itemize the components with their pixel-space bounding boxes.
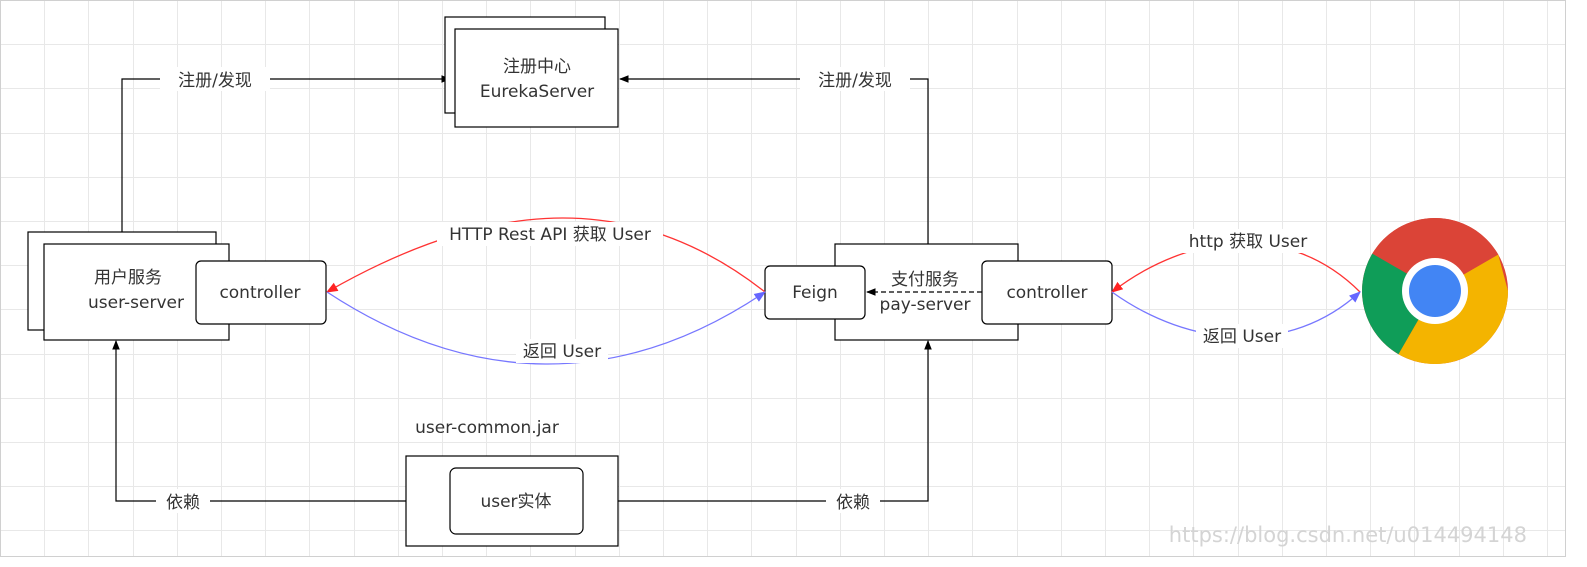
http-request-label: http 获取 User <box>1189 232 1307 252</box>
registry-subtitle: EurekaServer <box>480 82 594 102</box>
user-entity-label: user实体 <box>480 492 551 512</box>
depend-left-connector <box>112 340 406 502</box>
return-user-mid-curve <box>326 291 766 365</box>
http-rest-request-curve <box>325 217 766 293</box>
chrome-icon[interactable] <box>1362 218 1508 364</box>
user-controller-label: controller <box>219 283 300 303</box>
depend-right-connector <box>618 340 932 502</box>
registry-title: 注册中心 <box>503 57 571 77</box>
watermark: https://blog.csdn.net/u014494148 <box>1169 523 1527 547</box>
user-service-subtitle: user-server <box>88 293 184 313</box>
feign-label: Feign <box>792 283 838 303</box>
depend-right-label: 依赖 <box>836 493 870 513</box>
common-jar-node[interactable]: user实体 <box>405 455 619 547</box>
return-user-right-label: 返回 User <box>1203 327 1281 347</box>
user-register-label: 注册/发现 <box>178 71 252 91</box>
pay-controller-label: controller <box>1006 283 1087 303</box>
user-register-connector <box>121 75 451 232</box>
common-jar-label: user-common.jar <box>415 418 559 438</box>
user-service-title: 用户服务 <box>94 268 162 288</box>
pay-service-title: 支付服务 <box>891 270 959 290</box>
pay-register-label: 注册/发现 <box>818 71 892 91</box>
return-user-mid-label: 返回 User <box>523 342 601 362</box>
pay-service-subtitle: pay-server <box>880 295 971 315</box>
diagram-frame <box>0 0 1566 557</box>
http-rest-request-label: HTTP Rest API 获取 User <box>449 225 651 245</box>
user-controller-node[interactable]: controller <box>195 260 327 325</box>
registry-node[interactable]: 注册中心 EurekaServer <box>444 16 619 128</box>
feign-node[interactable]: Feign <box>764 265 866 320</box>
depend-left-label: 依赖 <box>166 493 200 513</box>
pay-register-connector <box>619 75 929 244</box>
pay-controller-node[interactable]: controller <box>981 260 1113 325</box>
